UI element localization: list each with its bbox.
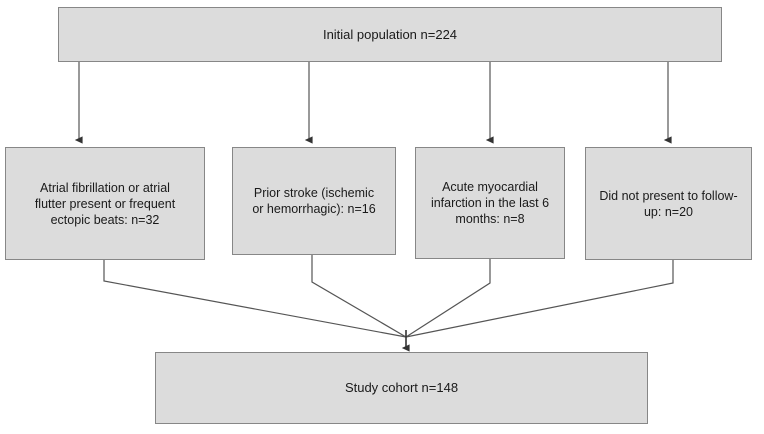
node-exclusion-atrial-fibrillation-label: Atrial fibrillation or atrial flutter pr… [34,180,176,227]
node-study-cohort-label: Study cohort n=148 [344,380,459,395]
edge-exclusion-1-to-cohort [103,260,407,338]
node-initial-population: Initial population n=224 [58,7,722,62]
edge-exclusion-2-to-cohort [311,255,407,338]
edge-exclusion-3-to-cohort [405,259,491,338]
node-exclusion-myocardial-infarction-label: Acute myocardial infarction in the last … [430,180,550,226]
node-exclusion-no-followup-label: Did not present to follow- up: n=20 [599,188,738,219]
node-exclusion-atrial-fibrillation: Atrial fibrillation or atrial flutter pr… [5,147,205,260]
node-exclusion-myocardial-infarction: Acute myocardial infarction in the last … [415,147,565,259]
edge-exclusion-4-to-cohort [405,260,674,338]
node-initial-population-label: Initial population n=224 [322,26,458,42]
node-exclusion-no-followup: Did not present to follow- up: n=20 [585,147,752,260]
node-exclusion-prior-stroke: Prior stroke (ischemic or hemorrhagic): … [232,147,396,255]
node-study-cohort: Study cohort n=148 [155,352,648,424]
node-exclusion-prior-stroke-label: Prior stroke (ischemic or hemorrhagic): … [252,186,376,216]
